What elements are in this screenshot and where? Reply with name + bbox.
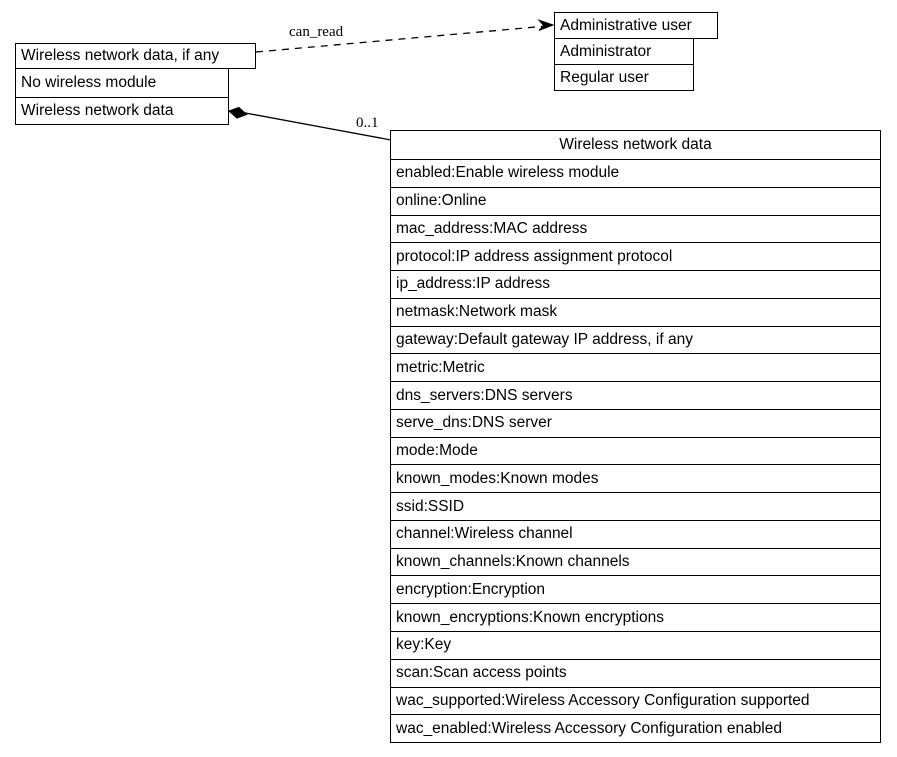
- attribute-row-known-channels: known_channels:Known channels: [391, 547, 880, 576]
- attribute-row-netmask: netmask:Network mask: [391, 297, 880, 326]
- attribute-row-scan: scan:Scan access points: [391, 658, 880, 687]
- attribute-row-online: online:Online: [391, 186, 880, 215]
- aggregation-diamond-icon: [228, 106, 248, 119]
- node-no-wireless-module: No wireless module: [15, 68, 229, 98]
- attribute-row-ssid: ssid:SSID: [391, 492, 880, 520]
- attribute-row-encryption: encryption:Encryption: [391, 575, 880, 603]
- attribute-row-serve-dns: serve_dns:DNS server: [391, 408, 880, 437]
- node-administrative-user: Administrative user: [554, 12, 718, 39]
- attribute-row-key: key:Key: [391, 631, 880, 659]
- class-box-title: Wireless network data: [559, 136, 712, 153]
- attribute-row-wac-enabled: wac_enabled:Wireless Accessory Configura…: [391, 714, 880, 742]
- attribute-row-ip-address: ip_address:IP address: [391, 270, 880, 298]
- attribute-row-enabled: enabled:Enable wireless module: [391, 159, 880, 187]
- can-read-arrowhead: [537, 19, 555, 31]
- edge-label-multiplicity: 0..1: [356, 115, 379, 131]
- aggregation-edge-line: [239, 111, 392, 141]
- attribute-row-mac-address: mac_address:MAC address: [391, 214, 880, 243]
- attribute-row-mode: mode:Mode: [391, 436, 880, 465]
- attribute-row-channel: channel:Wireless channel: [391, 519, 880, 548]
- attribute-row-dns-servers: dns_servers:DNS servers: [391, 381, 880, 409]
- attribute-row-known-encryptions: known_encryptions:Known encryptions: [391, 603, 880, 631]
- edge-label-can-read: can_read: [289, 24, 344, 40]
- node-administrator: Administrator: [554, 38, 694, 65]
- attribute-row-gateway: gateway:Default gateway IP address, if a…: [391, 325, 880, 354]
- attribute-row-metric: metric:Metric: [391, 353, 880, 381]
- can-read-edge-line: [255, 25, 548, 53]
- node-regular-user: Regular user: [554, 64, 694, 91]
- attribute-row-wac-supported: wac_supported:Wireless Accessory Configu…: [391, 686, 880, 715]
- node-wireless-network-data: Wireless network data: [15, 97, 229, 125]
- attribute-row-protocol: protocol:IP address assignment protocol: [391, 242, 880, 270]
- class-box-wireless-network-data: Wireless network data enabled:Enable wir…: [390, 130, 881, 743]
- attribute-row-known-modes: known_modes:Known modes: [391, 464, 880, 492]
- node-wireless-data-if-any: Wireless network data, if any: [15, 43, 256, 69]
